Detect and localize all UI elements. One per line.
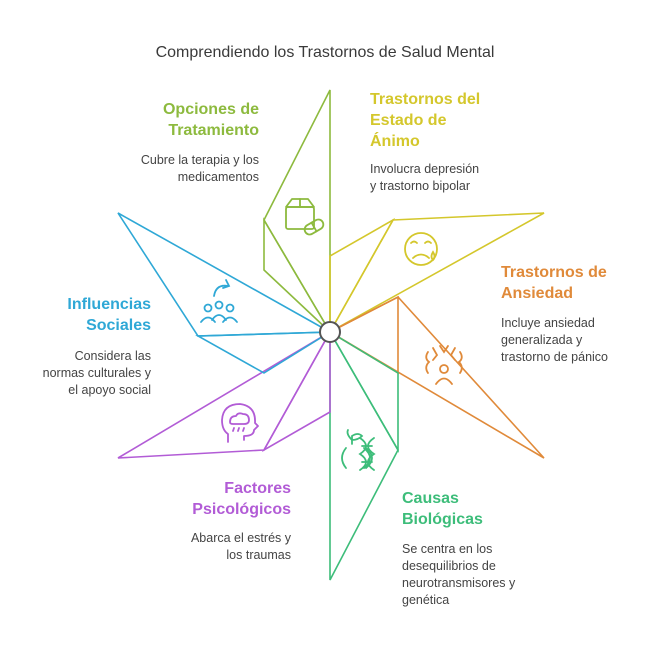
center-hub	[319, 321, 341, 343]
dna-icon	[341, 429, 376, 471]
desc-estado-animo: Involucra depresión y trastorno bipolar	[370, 162, 480, 193]
desc-sociales: Considera las normas culturales y el apo…	[42, 349, 151, 397]
desc-biologicas: Se centra en los desequilibrios de neuro…	[402, 542, 516, 607]
head-rain-cloud-icon	[221, 403, 259, 443]
label-sociales: Influencias Sociales	[67, 296, 151, 334]
sad-face-icon	[404, 232, 438, 266]
blade-sociales	[117, 212, 333, 374]
blade-tratamiento	[263, 89, 331, 335]
label-ansiedad: Trastornos de Ansiedad	[501, 264, 607, 302]
label-psicologicos: Factores Psicológicos	[192, 480, 291, 518]
blade-biologicas	[327, 329, 399, 581]
diagram-title: Comprendiendo los Trastornos de Salud Me…	[155, 44, 495, 61]
label-tratamiento: Opciones de Tratamiento	[162, 101, 259, 139]
label-estado-animo: Trastornos del Estado de Ánimo	[370, 91, 481, 150]
desc-psicologicos: Abarca el estrés y los traumas	[190, 531, 291, 562]
blade-psicologicos	[117, 328, 333, 459]
desc-ansiedad: Incluye ansiedad generalizada y trastorn…	[501, 316, 609, 364]
blade-estado-animo	[327, 212, 545, 336]
desc-tratamiento: Cubre la terapia y los medicamentos	[140, 153, 259, 184]
anxious-person-icon	[425, 345, 463, 385]
people-group-icon	[200, 279, 238, 323]
label-biologicas: Causas Biológicas	[402, 490, 483, 528]
medicine-box-pill-icon	[285, 198, 325, 236]
